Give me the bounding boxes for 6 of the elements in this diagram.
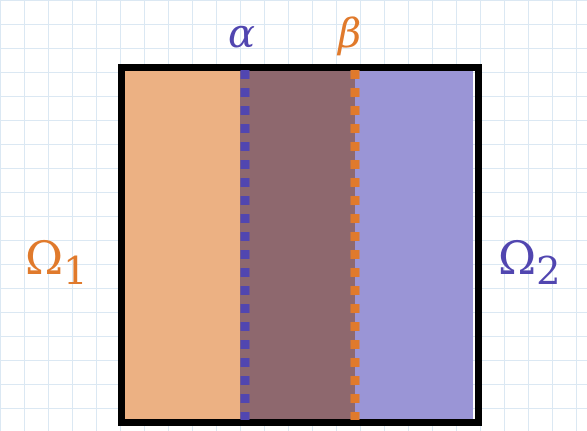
subdomain-label: Ω$_{1}$ (25, 235, 88, 292)
subdomain-label: Ω$_{2}$ (498, 235, 561, 292)
subdomain-region (240, 71, 473, 419)
interface-label: β (338, 14, 362, 54)
domain-square (118, 64, 482, 426)
interface-label: α (228, 14, 256, 54)
